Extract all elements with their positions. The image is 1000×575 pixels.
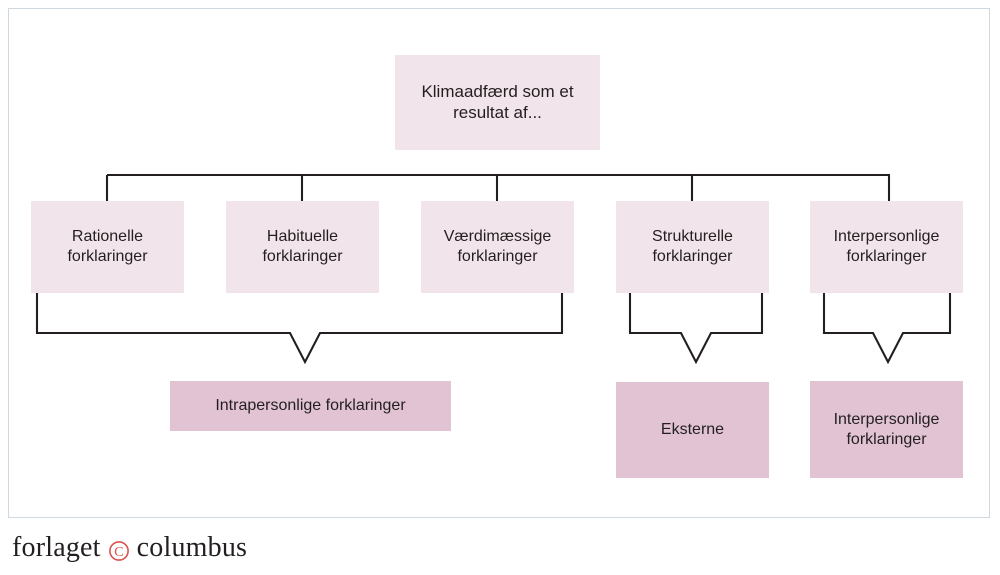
node-vaerdimaessige-forklaringer: Værdimæssige forklaringer — [421, 201, 574, 293]
node-eksterne-label: Eksterne — [660, 421, 725, 439]
node-rationelle-forklaringer: Rationelle forklaringer — [31, 201, 184, 293]
node-root-label: Klimaadfærd som et resultat af... — [421, 81, 574, 122]
logo-word-forlaget: forlaget — [12, 532, 101, 563]
publisher-logo: forlaget C columbus — [12, 532, 247, 564]
diagram-canvas: Klimaadfærd som et resultat af... Ration… — [31, 55, 963, 478]
node-intrapersonlige-forklaringer: Intrapersonlige forklaringer — [170, 381, 451, 431]
node-vaerdimaessige-forklaringer-label: Værdimæssige forklaringer — [443, 228, 552, 265]
node-eksterne: Eksterne — [616, 382, 769, 478]
svg-text:C: C — [114, 545, 124, 560]
node-habituelle-forklaringer-label: Habituelle forklaringer — [262, 228, 343, 265]
node-strukturelle-forklaringer: Strukturelle forklaringer — [616, 201, 769, 293]
node-interpersonlige-forklaringer: Interpersonlige forklaringer — [810, 201, 963, 293]
node-root: Klimaadfærd som et resultat af... — [395, 55, 600, 150]
node-interpersonlige-forklaringer-result: Interpersonlige forklaringer — [810, 381, 963, 478]
node-rationelle-forklaringer-label: Rationelle forklaringer — [67, 228, 148, 265]
node-habituelle-forklaringer: Habituelle forklaringer — [226, 201, 379, 293]
connector-lines — [35, 173, 952, 365]
node-interpersonlige-forklaringer-label: Interpersonlige forklaringer — [833, 228, 940, 265]
node-strukturelle-forklaringer-label: Strukturelle forklaringer — [652, 228, 733, 265]
node-intrapersonlige-forklaringer-label: Intrapersonlige forklaringer — [215, 397, 406, 415]
logo-word-columbus: columbus — [136, 532, 248, 563]
node-interpersonlige-forklaringer-result-label: Interpersonlige forklaringer — [833, 410, 940, 448]
copyright-icon: C — [108, 538, 130, 561]
